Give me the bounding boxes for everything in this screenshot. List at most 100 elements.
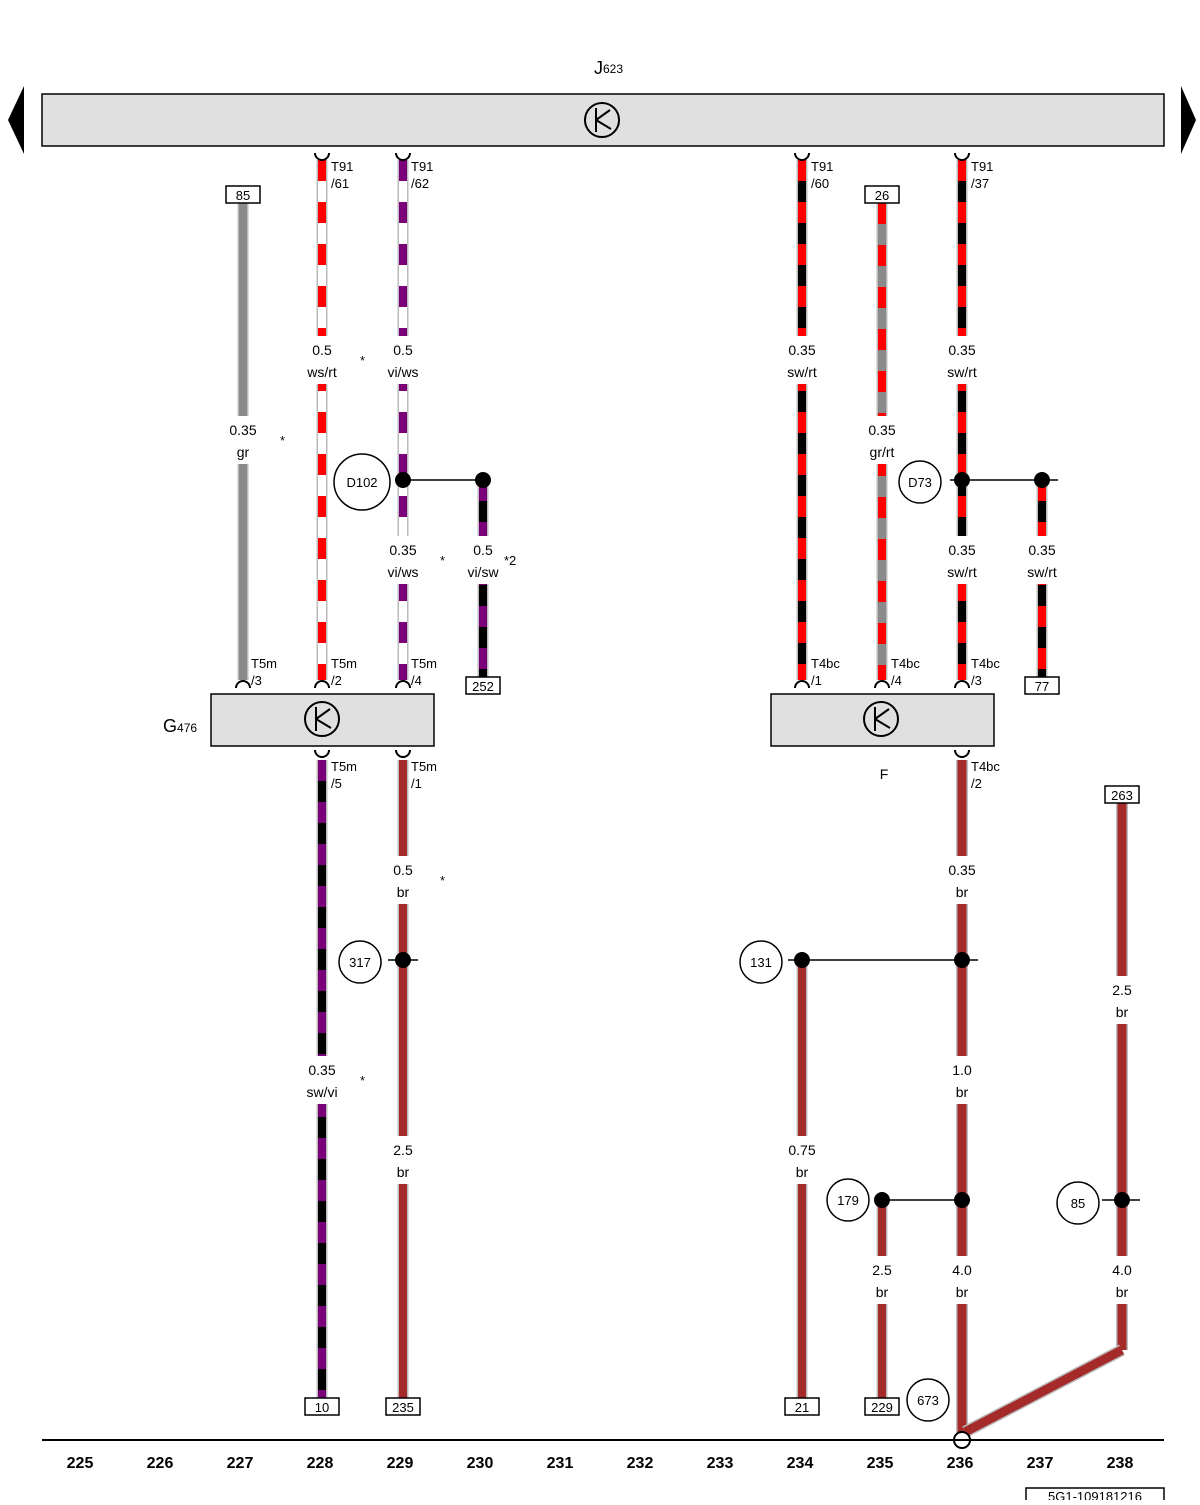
pin-label: T91/60 <box>811 159 833 191</box>
column-number: 233 <box>707 1455 734 1472</box>
component-j623[interactable] <box>41 93 1165 147</box>
svg-text:26: 26 <box>875 188 889 203</box>
ground-symbol-icon <box>863 701 899 737</box>
footnote-star: * <box>280 433 285 448</box>
svg-text:0.5vi/sw: 0.5vi/sw <box>467 542 499 580</box>
connector-pin-icon <box>314 152 330 161</box>
footnote-star: * <box>440 873 445 888</box>
ground-131[interactable]: 131 <box>739 940 783 984</box>
svg-text:5G1-109181216: 5G1-109181216 <box>1048 1489 1142 1500</box>
pin-label: T4bc/3 <box>971 656 1000 688</box>
component-f-label: F <box>880 766 889 782</box>
pin-labels: T91/61 T91/62 T91/60 T91/37 T5m/3 T5m/2 … <box>251 159 1000 791</box>
ref-box[interactable]: 77 <box>1024 676 1060 695</box>
pin-label: T4bc/2 <box>971 759 1000 791</box>
ground-symbol-icon <box>584 102 620 138</box>
wires-layer <box>237 160 1128 1440</box>
column-number: 229 <box>387 1455 414 1472</box>
component-f[interactable] <box>770 693 995 747</box>
ref-box[interactable]: 235 <box>385 1397 421 1416</box>
ref-box[interactable]: 263 <box>1104 785 1140 804</box>
component-j623-label: J623 <box>594 58 623 78</box>
pin-label: T4bc/4 <box>891 656 920 688</box>
column-number: 227 <box>227 1455 254 1472</box>
next-page-arrow-icon[interactable] <box>1181 86 1196 154</box>
prev-page-arrow-icon[interactable] <box>8 86 24 154</box>
svg-text:179: 179 <box>837 1193 859 1208</box>
svg-text:85: 85 <box>236 188 250 203</box>
footnote-star: * <box>440 553 445 568</box>
pin-label: T5m/4 <box>411 656 437 688</box>
ref-box[interactable]: 21 <box>784 1397 820 1416</box>
wire <box>962 1346 1125 1436</box>
junction-dots <box>395 472 1130 1208</box>
svg-text:4.0br: 4.0br <box>1112 1262 1132 1300</box>
pin-label: T91/61 <box>331 159 353 191</box>
connector-pin-icon <box>794 152 810 161</box>
ground-85[interactable]: 85 <box>1056 1181 1100 1225</box>
splice-d73[interactable]: D73 <box>898 460 942 504</box>
ground-317[interactable]: 317 <box>338 940 382 984</box>
svg-text:10: 10 <box>315 1400 329 1415</box>
footnote-star: * <box>360 353 365 368</box>
ground-179[interactable]: 179 <box>826 1178 870 1222</box>
svg-text:85: 85 <box>1071 1196 1085 1211</box>
connector-pin-icon <box>395 152 411 161</box>
ref-box[interactable]: 252 <box>465 676 501 695</box>
ref-box[interactable]: 26 <box>864 185 900 204</box>
svg-text:0.5ws/rt: 0.5ws/rt <box>306 342 337 380</box>
connector-pin-icon <box>314 680 330 689</box>
component-g476-label: G476 <box>163 716 197 736</box>
column-number: 228 <box>307 1455 334 1472</box>
connector-pin-icon <box>395 749 411 758</box>
ref-box[interactable]: 229 <box>864 1397 900 1416</box>
svg-text:2.5br: 2.5br <box>393 1142 413 1180</box>
svg-text:235: 235 <box>392 1400 414 1415</box>
svg-text:2.5br: 2.5br <box>1112 982 1132 1020</box>
ground-symbol-icon <box>304 701 340 737</box>
svg-text:D73: D73 <box>908 475 932 490</box>
column-number: 232 <box>627 1455 654 1472</box>
svg-text:317: 317 <box>349 955 371 970</box>
footnote-star: * <box>360 1073 365 1088</box>
splice-d102[interactable]: D102 <box>333 453 391 511</box>
pin-label: T91/62 <box>411 159 433 191</box>
pin-label: T5m/5 <box>331 759 357 791</box>
connector-pin-icon <box>954 749 970 758</box>
svg-text:77: 77 <box>1035 679 1049 694</box>
column-number: 237 <box>1027 1455 1054 1472</box>
svg-text:D102: D102 <box>346 475 377 490</box>
ref-box[interactable]: 10 <box>304 1397 340 1416</box>
ground-673[interactable]: 673 <box>906 1378 950 1422</box>
ref-box[interactable]: 85 <box>225 185 261 204</box>
column-number: 226 <box>147 1455 174 1472</box>
footnote-star: *2 <box>504 553 516 568</box>
column-number: 231 <box>547 1455 574 1472</box>
svg-text:2.5br: 2.5br <box>872 1262 892 1300</box>
pin-label: T91/37 <box>971 159 993 191</box>
